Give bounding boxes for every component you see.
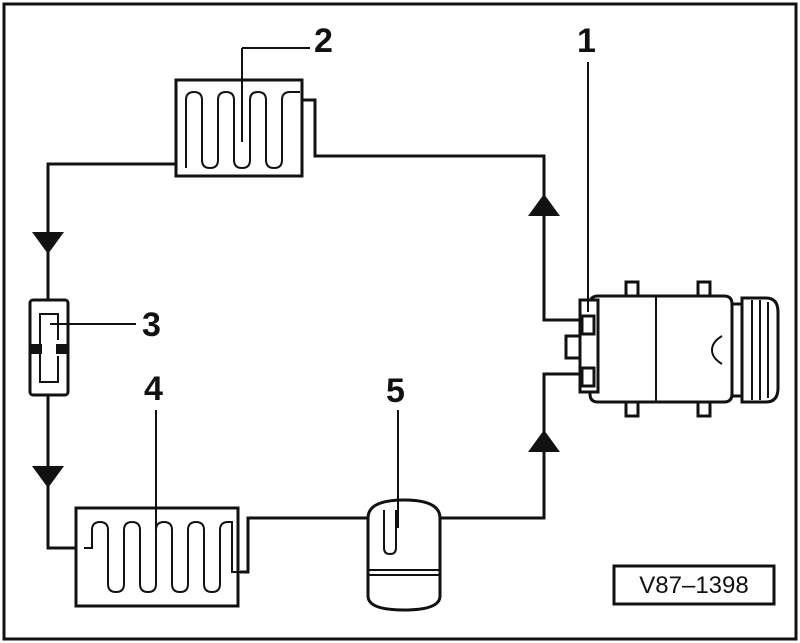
expansion-valve-icon (28, 298, 70, 397)
flow-arrow-icon (528, 194, 560, 216)
line-compressor-to-condenser (300, 98, 580, 322)
evaporator-icon (74, 506, 240, 608)
reference-code: V87–1398 (639, 572, 748, 599)
line-condenser-to-valve (46, 162, 176, 300)
label-expansion-valve: 3 (142, 306, 161, 344)
label-compressor: 1 (577, 22, 596, 60)
flow-arrow-icon (32, 232, 64, 254)
reference-box (612, 564, 776, 606)
line-receiver-to-compressor (438, 372, 580, 520)
label-condenser: 2 (314, 22, 333, 60)
line-valve-to-evaporator (46, 395, 82, 550)
label-evaporator: 4 (144, 370, 163, 408)
label-receiver: 5 (386, 372, 405, 410)
condenser-icon (174, 78, 304, 178)
flow-arrow-icon (32, 466, 64, 488)
receiver-drier-icon (366, 498, 442, 612)
compressor-icon (564, 280, 780, 418)
line-evaporator-to-receiver (240, 516, 372, 574)
flow-arrow-icon (528, 430, 560, 452)
